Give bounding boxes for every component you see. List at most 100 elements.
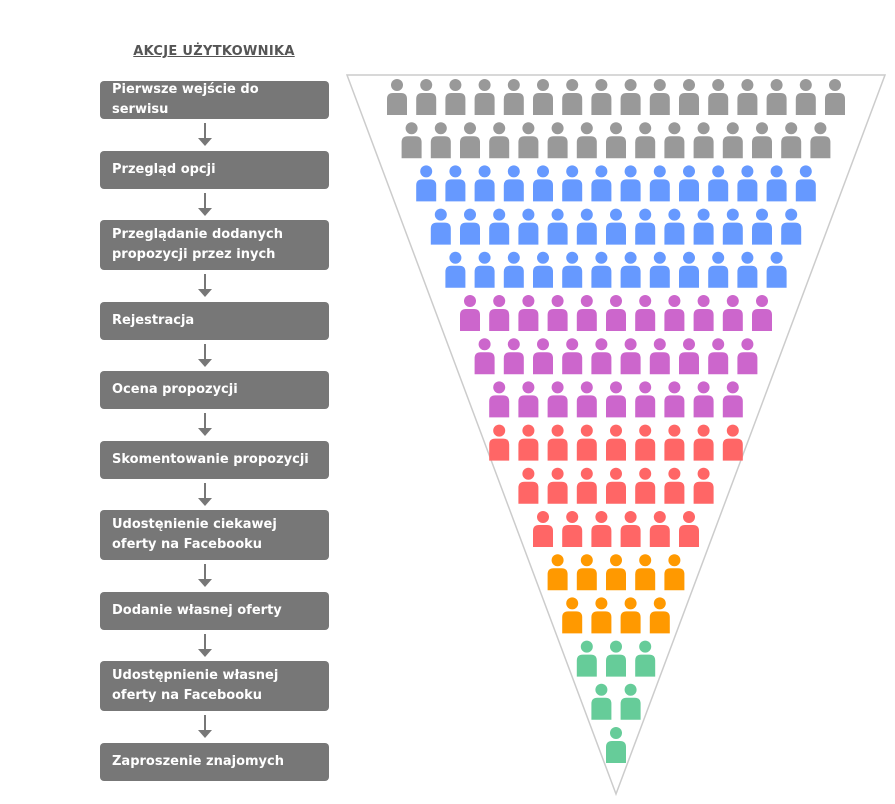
step-label: Przeglądanie dodanych propozycji przez i… [112, 227, 283, 262]
person-icon [664, 208, 685, 245]
person-icon [620, 165, 641, 202]
person-icon [576, 424, 597, 461]
person-icon [810, 122, 831, 159]
person-icon [649, 79, 670, 115]
person-icon [693, 381, 714, 418]
person-icon [591, 597, 612, 634]
person-icon [460, 208, 480, 245]
person-icon [547, 467, 568, 504]
step-first-visit: Pierwsze wejście do serwisu [100, 81, 329, 119]
person-icon [576, 381, 597, 418]
person-icon [474, 251, 495, 288]
person-icon [445, 165, 466, 202]
person-icon [664, 424, 685, 461]
step-label: Zaproszenie znajomych [112, 754, 284, 769]
step-invite-friends: Zaproszenie znajomych [100, 743, 329, 781]
person-icon [562, 165, 583, 202]
person-icon [795, 165, 816, 202]
step-add-own-offer: Dodanie własnej oferty [100, 592, 329, 630]
person-icon [518, 122, 539, 159]
person-icon [766, 251, 787, 288]
person-icon [679, 251, 699, 288]
person-icon [635, 122, 656, 159]
person-icon [693, 208, 714, 245]
person-icon [489, 424, 510, 461]
person-icon [606, 727, 626, 763]
person-icon [503, 338, 524, 375]
person-icon [737, 338, 758, 375]
person-icon [620, 79, 641, 115]
person-icon [722, 208, 743, 245]
step-label: Dodanie własnej oferty [112, 603, 282, 618]
person-icon [489, 295, 510, 331]
person-icon [606, 554, 626, 591]
person-icon [737, 251, 758, 288]
person-icon [416, 79, 437, 115]
funnel-outline [345, 74, 887, 797]
person-icon [547, 122, 568, 159]
person-icon [518, 424, 539, 461]
person-icon [679, 165, 699, 202]
person-icon [562, 338, 583, 375]
person-icon [664, 467, 685, 504]
person-icon [664, 381, 685, 418]
step-label: Udostęnienie ciekawej oferty na Facebook… [112, 517, 277, 552]
person-icon [635, 295, 656, 331]
person-icon [606, 467, 626, 504]
step-share-offer-facebook: Udostęnienie ciekawej oferty na Facebook… [100, 510, 329, 560]
person-icon [591, 683, 612, 720]
step-browse-proposals: Przeglądanie dodanych propozycji przez i… [100, 220, 329, 270]
person-icon [503, 251, 524, 288]
person-icon [401, 122, 422, 159]
person-icon [460, 295, 480, 331]
person-icon [781, 208, 802, 245]
person-icon [825, 79, 845, 115]
person-icon [591, 251, 612, 288]
person-icon [503, 79, 524, 115]
person-icon [635, 424, 656, 461]
section-heading: AKCJE UŻYTKOWNIKA [133, 44, 295, 59]
step-registration: Rejestracja [100, 302, 329, 340]
person-icon [693, 122, 714, 159]
person-icon [606, 381, 626, 418]
person-icon [533, 251, 553, 288]
person-icon [562, 597, 583, 634]
person-icon [679, 338, 699, 375]
person-icon [430, 122, 451, 159]
person-icon [576, 554, 597, 591]
person-icon [693, 295, 714, 331]
person-icon [591, 338, 612, 375]
person-icon [679, 79, 699, 115]
person-icon [795, 79, 816, 115]
person-icon [635, 381, 656, 418]
person-icon [620, 597, 641, 634]
person-icon [708, 338, 729, 375]
person-icon [708, 79, 729, 115]
person-icon [620, 251, 641, 288]
person-icon [547, 208, 568, 245]
person-icon [606, 640, 626, 677]
person-icon [576, 208, 597, 245]
person-icon [547, 295, 568, 331]
person-icon [752, 208, 772, 245]
step-label: Pierwsze wejście do serwisu [112, 82, 259, 117]
person-icon [649, 165, 670, 202]
person-icon [737, 165, 758, 202]
person-icon [576, 122, 597, 159]
person-icon [708, 165, 729, 202]
person-icon [722, 424, 743, 461]
person-icon [576, 640, 597, 677]
person-icon [693, 467, 714, 504]
person-icon [737, 79, 758, 115]
step-rate-proposal: Ocena propozycji [100, 371, 329, 409]
step-label: Skomentowanie propozycji [112, 452, 309, 467]
person-icon [591, 511, 612, 547]
person-icon [606, 295, 626, 331]
person-icon [606, 122, 626, 159]
person-icon [752, 295, 772, 331]
person-icon [576, 467, 597, 504]
person-icon [533, 338, 553, 375]
step-comment-proposal: Skomentowanie propozycji [100, 441, 329, 479]
person-icon [533, 79, 553, 115]
